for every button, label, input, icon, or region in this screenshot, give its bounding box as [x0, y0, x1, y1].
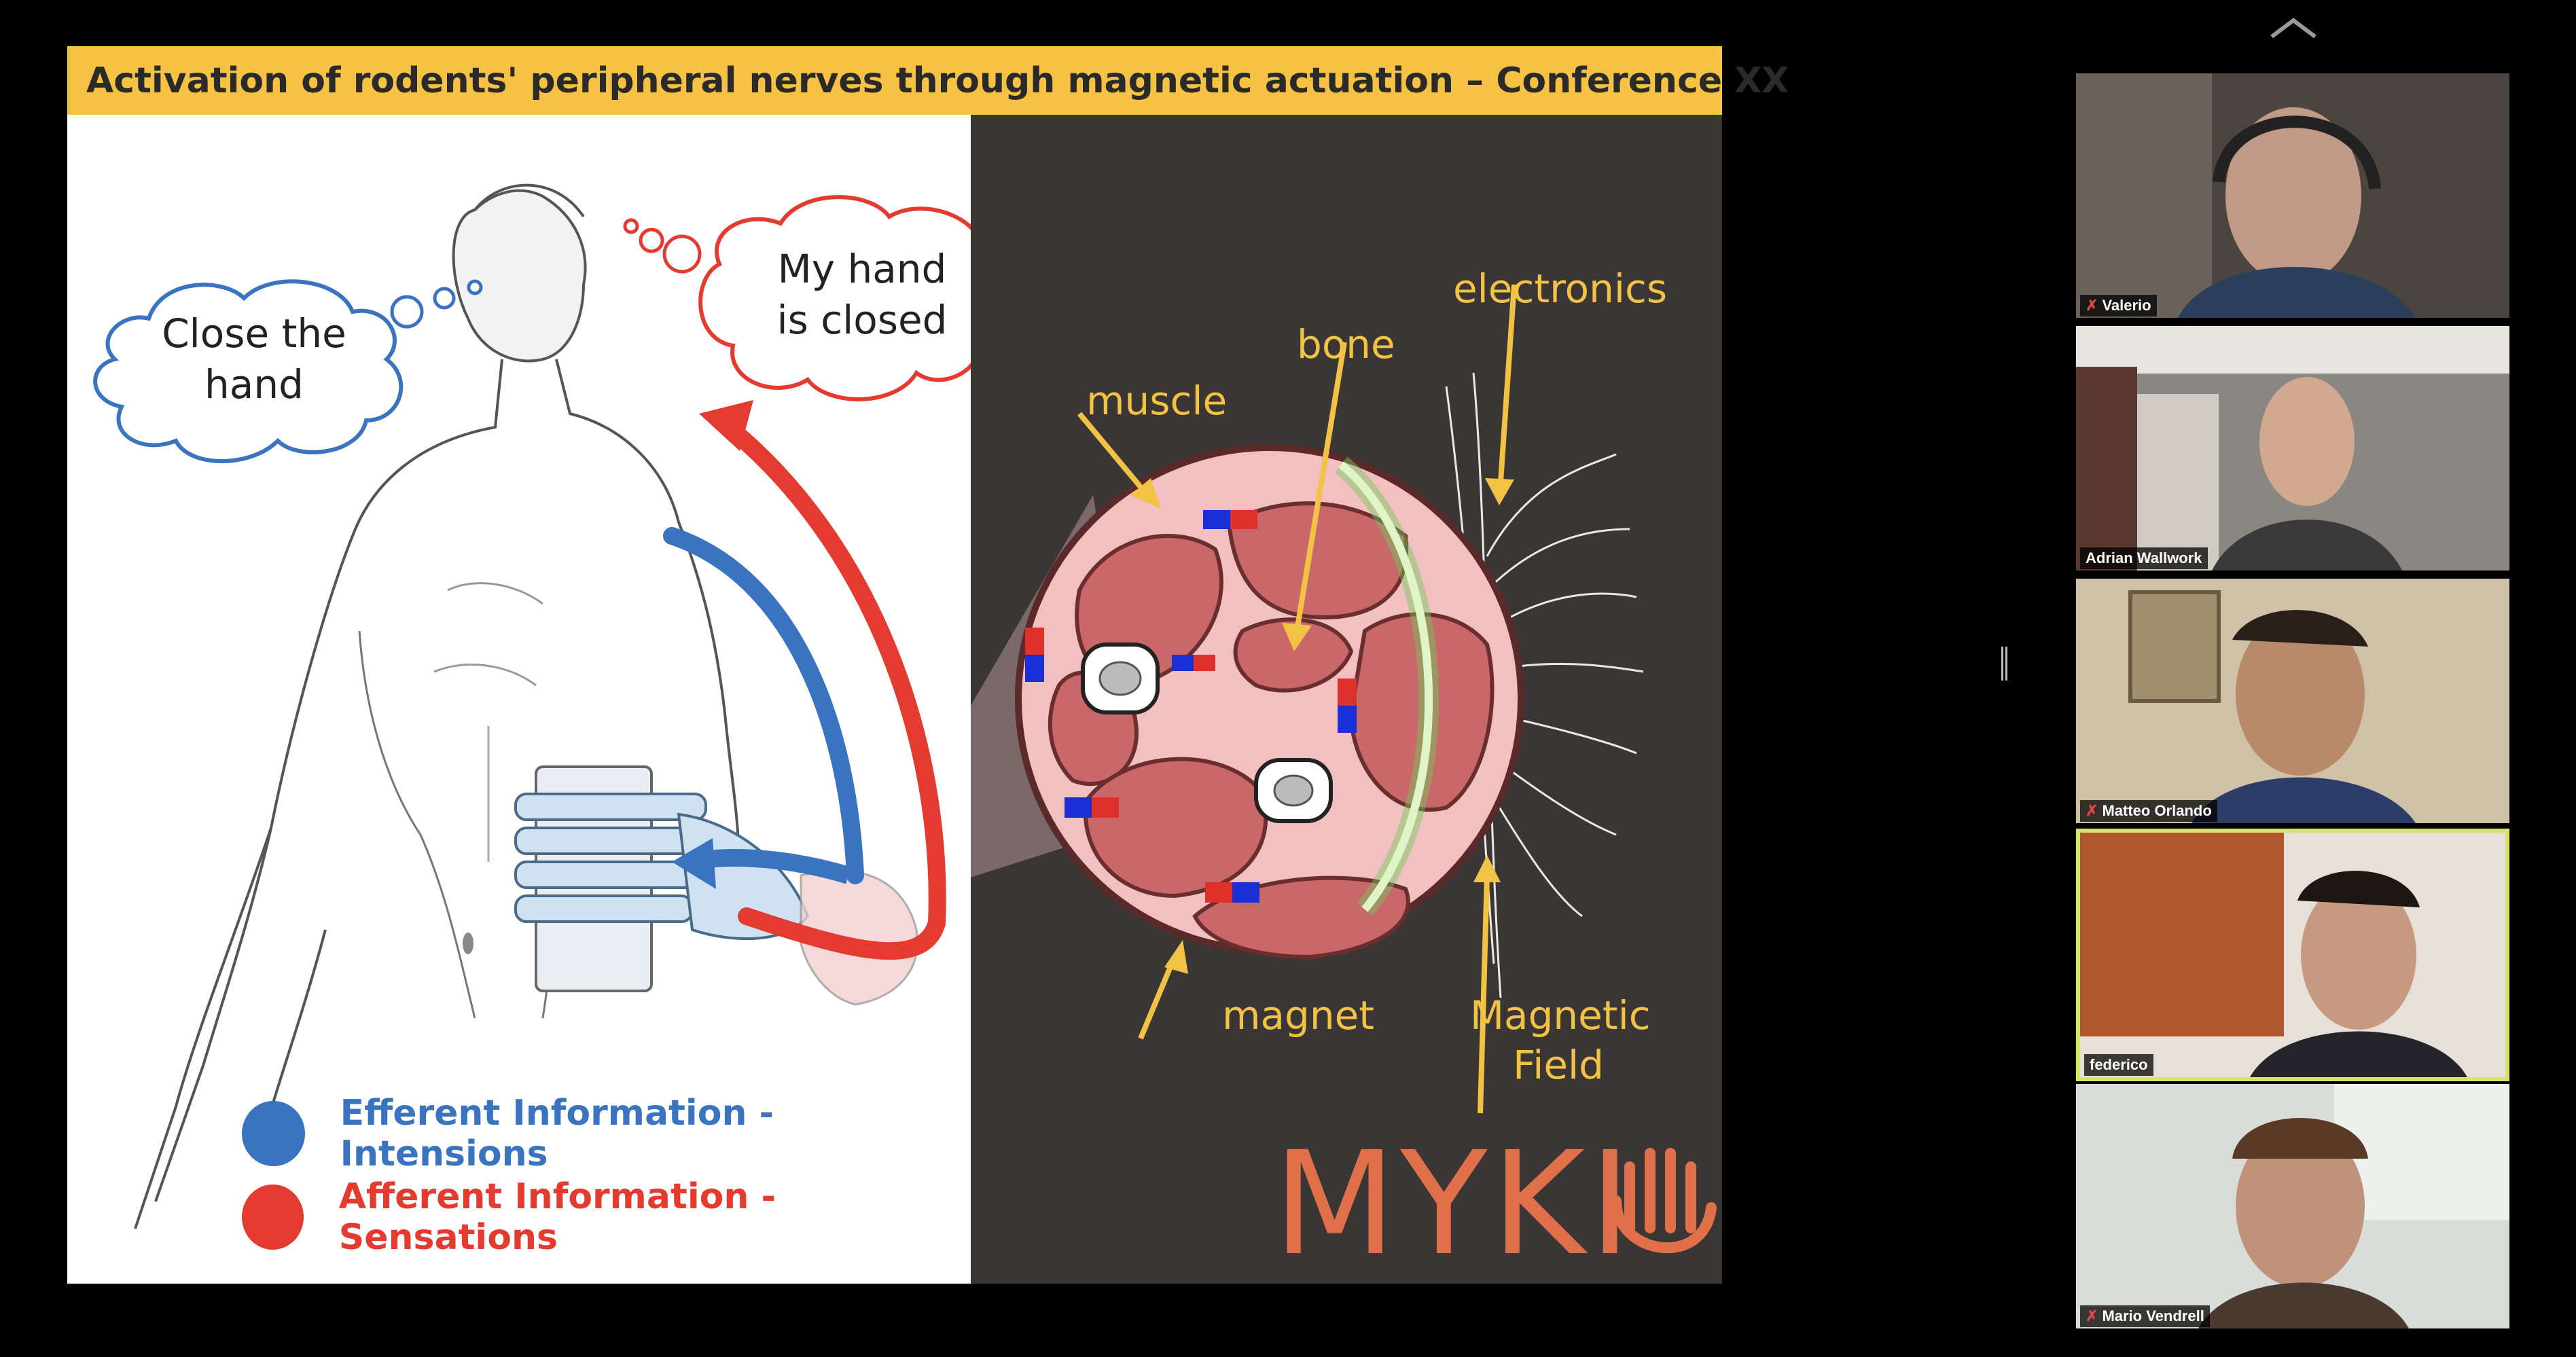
participant-tile-matteo-orlando[interactable]: ✗ Matteo Orlando: [2076, 579, 2509, 823]
label-magnetic-field: Magnetic Field: [1470, 991, 1651, 1089]
legend-efferent-dot: [242, 1101, 305, 1166]
illustration-panel: Close the hand My hand is closed Efferen…: [67, 115, 971, 1284]
participant-video: [2076, 326, 2509, 571]
thought-left-line1: Close the: [162, 310, 346, 357]
participant-name-tag: ✗ Mario Vendrell: [2080, 1305, 2210, 1327]
myki-logo: MYKI: [1273, 1133, 1635, 1275]
brand-wordmark: MYKI: [1273, 1121, 1636, 1287]
participant-tile-federico[interactable]: federico: [2076, 829, 2509, 1081]
participant-name: Mario Vendrell: [2102, 1307, 2204, 1324]
legend-efferent-label: Efferent Information - Intensions: [340, 1093, 774, 1174]
thought-bubble-right: My hand is closed: [740, 244, 984, 346]
label-magnetic-field-line2: Field: [1513, 1041, 1604, 1088]
participant-tile-mario-vendrell[interactable]: ✗ Mario Vendrell: [2076, 1084, 2509, 1328]
participant-video: [2080, 833, 2505, 1077]
participant-video: [2076, 1084, 2509, 1328]
participant-name-tag: Adrian Wallwork: [2080, 547, 2208, 569]
thought-right-line1: My hand: [777, 246, 947, 292]
mic-muted-icon: ✗: [2086, 297, 2098, 314]
participant-name-tag: federico: [2084, 1054, 2153, 1076]
mic-muted-icon: ✗: [2086, 1307, 2098, 1324]
legend-afferent: Afferent Information - Sensations: [242, 1176, 971, 1258]
cross-section-diagram: [971, 284, 1644, 1114]
participant-name: federico: [2090, 1056, 2148, 1073]
human-arm-illustration: [93, 183, 971, 1229]
hand-logo-icon: [1611, 1148, 1717, 1254]
participant-name: Matteo Orlando: [2102, 802, 2212, 819]
cross-section-panel: muscle bone electronics magnet Magnetic …: [971, 115, 1722, 1284]
participant-name: Adrian Wallwork: [2086, 549, 2202, 566]
label-magnetic-field-line1: Magnetic: [1470, 992, 1651, 1038]
participant-video: [2076, 73, 2509, 318]
mic-muted-icon: ✗: [2086, 802, 2098, 819]
panel-splitter-handle[interactable]: [2001, 647, 2009, 681]
participant-name-tag: ✗ Matteo Orlando: [2080, 800, 2217, 822]
thought-bubble-left: Close the hand: [125, 308, 383, 411]
participant-tile-adrian-wallwork[interactable]: Adrian Wallwork: [2076, 326, 2509, 571]
label-electronics: electronics: [1453, 266, 1668, 312]
legend-afferent-dot: [242, 1184, 304, 1250]
slide-title: Activation of rodents' peripheral nerves…: [67, 46, 1789, 115]
legend-afferent-label: Afferent Information - Sensations: [338, 1176, 776, 1258]
chevron-up-icon[interactable]: [2266, 15, 2321, 42]
label-magnet: magnet: [1222, 992, 1375, 1038]
legend-efferent: Efferent Information - Intensions: [242, 1093, 971, 1174]
participant-name: Valerio: [2102, 297, 2151, 314]
thought-right-line2: is closed: [776, 297, 948, 344]
label-bone: bone: [1297, 321, 1395, 367]
presentation-slide: Activation of rodents' peripheral nerves…: [67, 46, 1789, 1284]
participant-video: [2076, 579, 2509, 823]
label-muscle: muscle: [1086, 378, 1228, 424]
thought-left-line2: hand: [204, 361, 304, 408]
participant-name-tag: ✗ Valerio: [2080, 295, 2157, 316]
participant-tile-valerio[interactable]: ✗ Valerio: [2076, 73, 2509, 318]
